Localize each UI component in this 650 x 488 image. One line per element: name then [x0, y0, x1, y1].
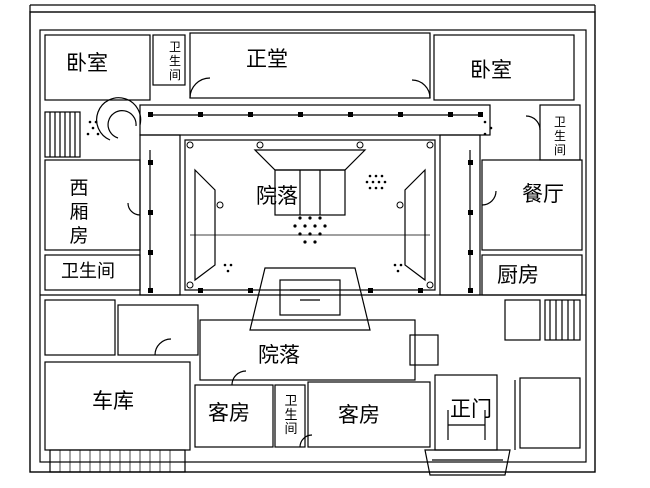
courtyard-lower-frame [199, 319, 416, 381]
columns [148, 112, 483, 293]
upper-corridor [139, 104, 491, 136]
label-guest-room-right: 客房 [338, 403, 380, 427]
paving-pattern [86, 120, 493, 273]
label-west-wing: 西厢房 [69, 177, 89, 247]
west-wing-wall [44, 159, 141, 251]
label-kitchen: 厨房 [497, 263, 539, 287]
label-main-gate: 正门 [450, 397, 492, 421]
label-bedroom-right: 卧室 [470, 58, 512, 82]
stair-left [44, 111, 81, 158]
garage-apron [49, 449, 186, 473]
bedroom-left-wall [44, 34, 151, 101]
main-hall-door [189, 77, 211, 99]
label-bath-top-left: 卫生间 [168, 40, 181, 82]
label-main-hall: 正堂 [246, 47, 288, 71]
bath-top-left-wall [152, 34, 186, 86]
label-courtyard-lower: 院落 [258, 343, 300, 367]
east-corridor [439, 134, 481, 296]
guest-left-wall [194, 384, 274, 448]
outer-wall-inner [39, 29, 587, 463]
stair-treads-left [49, 112, 76, 157]
label-garage: 车库 [92, 389, 134, 413]
label-bath-top-right: 卫生间 [553, 115, 566, 157]
center-pavilion [249, 267, 371, 331]
main-hall-wall [189, 32, 431, 99]
label-bath-bottom: 卫生间 [284, 394, 298, 437]
bath-bottom-wall [274, 384, 306, 448]
bath-west-wall [44, 254, 141, 291]
spiral-stair [96, 97, 142, 141]
label-bedroom-left: 卧室 [66, 51, 108, 75]
label-courtyard-upper: 院落 [256, 184, 298, 208]
label-bath-west: 卫生间 [61, 261, 115, 282]
bedroom-right-wall [433, 34, 575, 101]
garage-apron-hatch [59, 450, 171, 472]
outer-wall-outer [29, 11, 596, 473]
lower-left-rooms [44, 299, 116, 356]
label-dining-room: 餐厅 [522, 182, 564, 206]
courtyard-upper-hall [253, 149, 367, 171]
pillar-circles [186, 141, 434, 289]
west-corridor [139, 134, 181, 296]
guest-right-wall [307, 381, 431, 448]
label-guest-room-left: 客房 [208, 401, 250, 425]
gate-steps [424, 449, 511, 476]
